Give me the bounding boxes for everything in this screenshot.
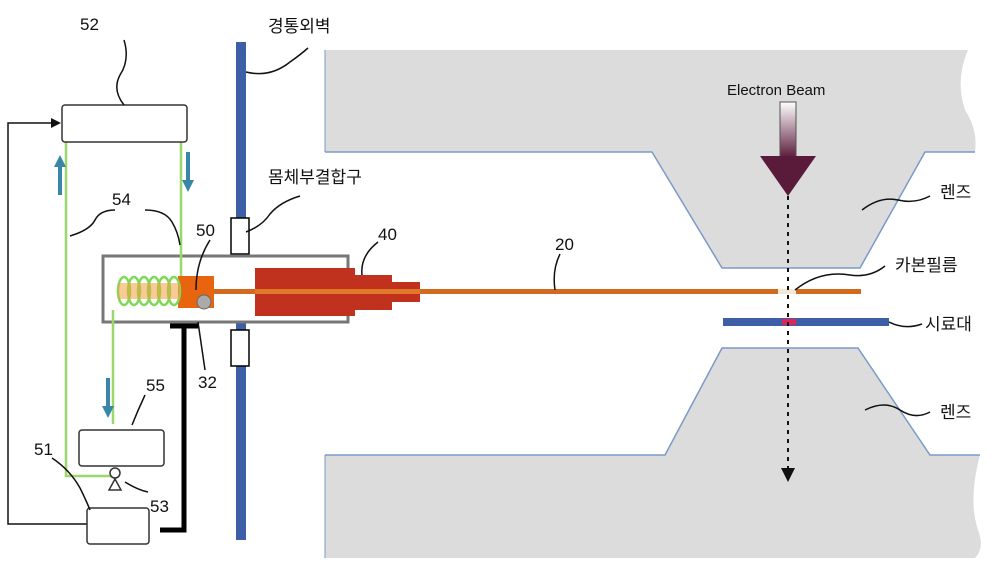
- leader-coupler: [246, 196, 300, 232]
- label-sample-stage: 시료대: [925, 315, 972, 335]
- leader-20: [554, 254, 560, 290]
- body-coupler-lower: [231, 330, 249, 366]
- valve-53: [109, 468, 121, 490]
- label-lens-lower: 렌즈: [940, 403, 971, 423]
- label-body-coupler: 몸체부결합구: [268, 168, 362, 188]
- leader-52: [117, 40, 126, 105]
- label-column-wall: 경통외벽: [268, 17, 331, 37]
- leader-54a: [70, 210, 115, 236]
- label-lens-upper: 렌즈: [940, 183, 971, 203]
- label-55: 55: [146, 376, 165, 395]
- feedback-arrowhead: [51, 118, 61, 128]
- holder-body-core: [255, 289, 420, 294]
- label-50: 50: [196, 221, 215, 240]
- label-electron-beam: Electron Beam: [727, 82, 825, 99]
- label-54: 54: [112, 190, 131, 209]
- box-51: [87, 508, 149, 544]
- leader-32: [198, 322, 205, 370]
- body-coupler-upper: [231, 218, 249, 254]
- label-20: 20: [555, 235, 574, 254]
- label-52: 52: [80, 15, 99, 34]
- sensor-32: [197, 295, 211, 309]
- leader-53: [125, 482, 148, 492]
- leader-55: [132, 395, 145, 425]
- leader-40: [362, 242, 378, 275]
- lower-lens: [325, 348, 981, 558]
- feedback-line: [8, 123, 87, 524]
- leader-wall: [246, 48, 308, 74]
- sample-stage: [723, 318, 889, 326]
- label-51: 51: [34, 440, 53, 459]
- box-52: [62, 105, 187, 142]
- coil-core: [118, 283, 180, 299]
- leader-carbon: [795, 266, 885, 290]
- label-40: 40: [378, 225, 397, 244]
- box-55: [79, 430, 164, 466]
- leader-stage: [889, 322, 922, 327]
- label-32: 32: [198, 373, 217, 392]
- leader-54b: [145, 210, 180, 245]
- label-53: 53: [150, 497, 169, 516]
- label-carbon-film: 카본필름: [895, 256, 958, 276]
